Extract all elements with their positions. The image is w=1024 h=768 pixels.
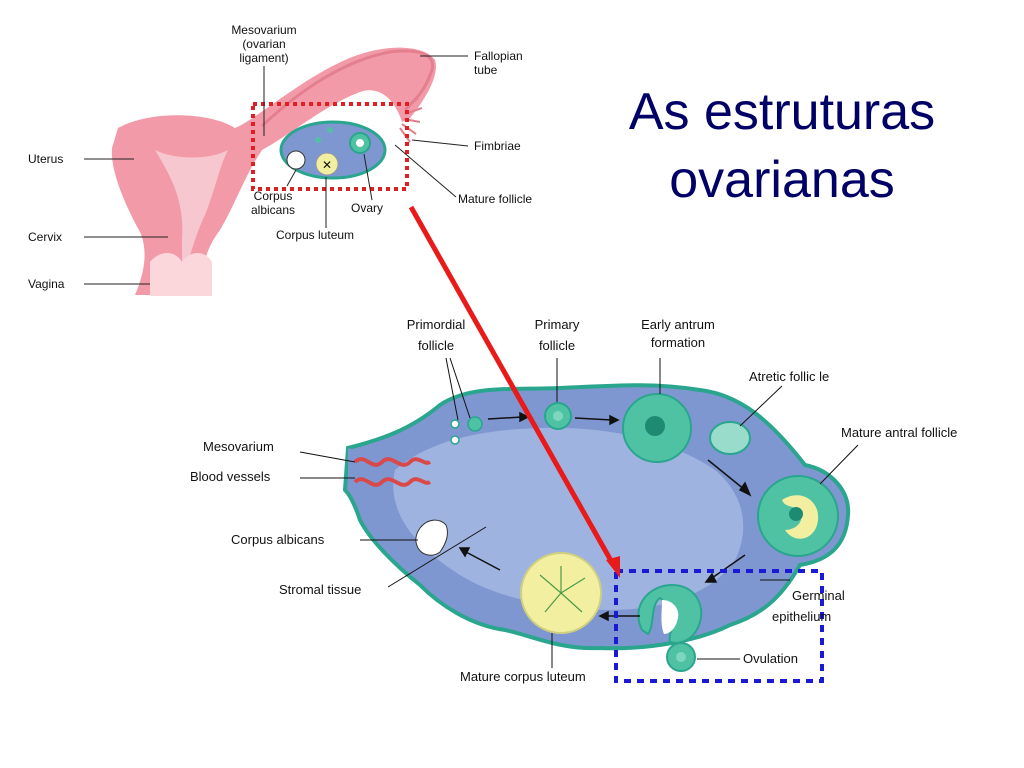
atretic-follicle — [709, 421, 751, 455]
label-germinal-line2: epithelium — [772, 609, 831, 624]
early-antrum-oocyte — [645, 416, 665, 436]
top-leader-lines — [84, 55, 469, 285]
label-mesovarium-line2: (ovarian — [242, 37, 285, 51]
label-ovulation: Ovulation — [743, 651, 798, 666]
uterine-cavity — [155, 150, 228, 275]
vagina-shape — [150, 253, 212, 296]
label-vagina: Vagina — [28, 277, 65, 291]
ovulated-oocyte-center — [676, 652, 686, 662]
primordial-follicle — [450, 419, 460, 429]
label-primordial-line1: Primordial — [407, 317, 466, 332]
label-fimbriae: Fimbriae — [474, 139, 521, 153]
label-corpus-albicans: Corpus albicans — [231, 532, 325, 547]
ovary-small-follicle — [327, 127, 333, 133]
label-fallopian-line2: tube — [474, 63, 498, 77]
label-blood-vessels: Blood vessels — [190, 469, 271, 484]
label-cervix: Cervix — [28, 230, 62, 244]
label-mesovarium-line1: Mesovarium — [231, 23, 296, 37]
bottom-leader-lines — [299, 357, 859, 668]
blood-vessel — [353, 477, 432, 487]
ovary-corpus-albicans — [286, 150, 306, 170]
blood-vessel — [353, 457, 432, 467]
label-mature-follicle: Mature follicle — [458, 192, 532, 206]
ruptured-follicle-cavity — [661, 600, 679, 634]
label-primary-line2: follicle — [539, 338, 575, 353]
ovary-corpus-luteum — [315, 152, 339, 176]
top-labels: Mesovarium (ovarian ligament) Fallopian … — [28, 23, 532, 291]
corpus-albicans-shape — [415, 519, 448, 556]
label-primordial-line2: follicle — [418, 338, 454, 353]
reproductive-tract-illustration: ✕ — [111, 47, 436, 296]
zoom-connector-arrow — [408, 205, 620, 578]
label-mature-antral: Mature antral follicle — [841, 425, 957, 440]
label-uterus: Uterus — [28, 152, 63, 166]
label-primary-line1: Primary — [535, 317, 580, 332]
label-fallopian-line1: Fallopian — [474, 49, 523, 63]
ovary-small-follicle — [315, 137, 321, 143]
label-germinal-line1: Germinal — [792, 588, 845, 603]
label-corpus-albicans-line1: Corpus — [254, 189, 293, 203]
label-corpus-luteum: Corpus luteum — [276, 228, 354, 242]
ovary-follicle-antrum — [356, 139, 364, 147]
slide-title-line-1: As estruturas — [628, 83, 936, 141]
corpus-luteum-mark: ✕ — [322, 158, 332, 172]
primary-follicle-oocyte — [553, 411, 563, 421]
label-corpus-albicans-line2: albicans — [251, 203, 295, 217]
label-mesovarium-line3: ligament) — [239, 51, 288, 65]
mature-antral-antrum — [782, 495, 819, 539]
cycle-arrows — [458, 411, 752, 622]
fallopian-tube — [260, 49, 434, 128]
red-highlight-box — [251, 102, 409, 191]
slide-title-line-2: ovarianas — [669, 151, 895, 209]
blue-highlight-box — [614, 569, 824, 683]
corpus-luteum-vessels — [539, 566, 586, 613]
ovary-stroma — [393, 427, 744, 610]
primordial-follicle — [450, 435, 460, 445]
mesovarium-stub — [348, 448, 360, 490]
label-mature-corpus-luteum: Mature corpus luteum — [460, 669, 586, 684]
label-mesovarium: Mesovarium — [203, 439, 274, 454]
label-early-antrum-line1: Early antrum — [641, 317, 715, 332]
bottom-labels: Primordial follicle Primary follicle Ear… — [190, 317, 957, 684]
ovary-cycle-illustration — [342, 383, 851, 683]
label-ovary: Ovary — [351, 201, 383, 215]
mature-antral-oocyte — [789, 507, 803, 521]
label-atretic: Atretic follic le — [749, 369, 829, 384]
label-early-antrum-line2: formation — [651, 335, 705, 350]
primordial-follicle — [467, 416, 483, 432]
label-stromal-tissue: Stromal tissue — [279, 582, 361, 597]
